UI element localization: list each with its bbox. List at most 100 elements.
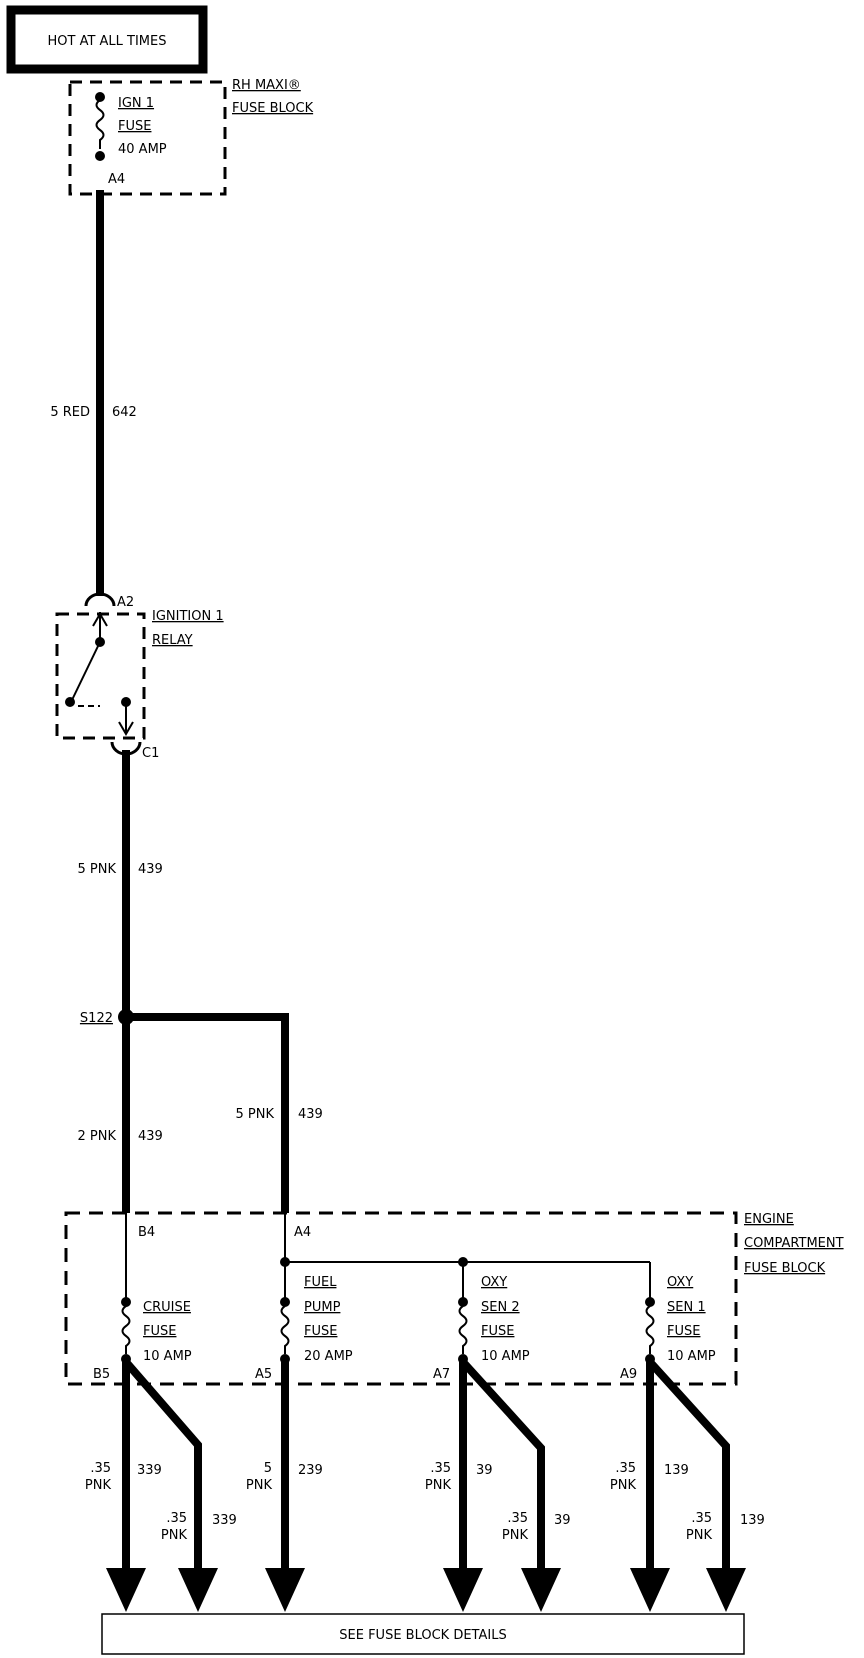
output-wire: .35 PNK 39 [460, 1359, 571, 1612]
output-color: PNK [161, 1528, 188, 1543]
maxi-terminal: A4 [108, 172, 125, 187]
wire-439-left-gauge: 2 PNK [78, 1129, 117, 1144]
fuse-element-icon [458, 1305, 468, 1354]
fuse-rating: 10 AMP [481, 1349, 530, 1364]
power-source-label: HOT AT ALL TIMES [47, 34, 166, 49]
output-gauge: .35 [430, 1461, 451, 1476]
output-color: PNK [610, 1478, 637, 1493]
output-color: PNK [246, 1478, 273, 1493]
relay-title-1: IGNITION 1 [152, 609, 224, 624]
fuse-fuel-pump: FUEL PUMP FUSE 20 AMP A5 [255, 1275, 353, 1382]
fuse-name-line: FUEL [304, 1275, 337, 1290]
fuse-name-line: FUSE [481, 1324, 514, 1339]
fuse-name-line: SEN 1 [667, 1300, 706, 1315]
output-circuit: 239 [298, 1463, 323, 1478]
maxi-fuse-name-1: IGN 1 [118, 96, 154, 111]
fuse-rating: 10 AMP [143, 1349, 192, 1364]
engine-block-title-2: COMPARTMENT [744, 1236, 844, 1251]
output-gauge: .35 [507, 1511, 528, 1526]
fuse-name-line: SEN 2 [481, 1300, 520, 1315]
fuse-element-icon [645, 1305, 655, 1354]
output-circuit: 39 [476, 1463, 493, 1478]
wire-439-right-gauge: 5 PNK [236, 1107, 275, 1122]
output-gauge: .35 [166, 1511, 187, 1526]
output-wire: .35 PNK 339 [85, 1362, 162, 1612]
maxi-fuse-block: IGN 1 FUSE 40 AMP A4 RH MAXI® FUSE BLOCK [68, 78, 314, 196]
fuse-rating: 20 AMP [304, 1349, 353, 1364]
relay-title-2: RELAY [152, 633, 193, 648]
output-circuit: 139 [664, 1463, 689, 1478]
output-circuit: 339 [137, 1463, 162, 1478]
fuse-element-icon [121, 1305, 131, 1354]
output-wire: .35 PNK 339 [122, 1359, 237, 1612]
output-circuit: 39 [554, 1513, 571, 1528]
output-circuit: 139 [740, 1513, 765, 1528]
fuse-terminal: A9 [620, 1367, 637, 1382]
maxi-block-title-1: RH MAXI® [232, 78, 301, 93]
relay-switch-arm [71, 641, 101, 701]
arrow-down-icon [521, 1568, 561, 1612]
fuse-element-icon [95, 99, 105, 149]
arrow-down-icon [630, 1568, 670, 1612]
fuse-terminal: A5 [255, 1367, 272, 1382]
output-wire: .35 PNK 39 [425, 1362, 493, 1612]
engine-terminal-a4: A4 [294, 1225, 311, 1240]
ignition-relay: A2 C1 IGNITION 1 RELAY [55, 592, 224, 761]
maxi-block-title-2: FUSE BLOCK [232, 101, 314, 116]
fuse-name-line: OXY [481, 1275, 507, 1290]
fuse-cruise: CRUISE FUSE 10 AMP B5 [93, 1297, 192, 1382]
wire-642-gauge: 5 RED [50, 405, 90, 420]
fuse-terminal-dot [95, 151, 105, 161]
output-circuit: 339 [212, 1513, 237, 1528]
arrow-down-icon [106, 1568, 146, 1612]
splice-label: S122 [80, 1011, 113, 1026]
fuse-name-line: FUSE [304, 1324, 337, 1339]
engine-terminal-b4: B4 [138, 1225, 155, 1240]
fuse-oxy-sen-1: OXY SEN 1 FUSE 10 AMP A9 [620, 1275, 716, 1382]
output-wire: .35 PNK 139 [610, 1362, 689, 1612]
output-gauge: 5 [264, 1461, 272, 1476]
output-color: PNK [502, 1528, 529, 1543]
fuse-name-line: OXY [667, 1275, 693, 1290]
fuse-oxy-sen-2: OXY SEN 2 FUSE 10 AMP A7 [433, 1275, 530, 1382]
maxi-fuse-rating: 40 AMP [118, 142, 167, 157]
wire-642-circuit: 642 [112, 405, 137, 420]
fuse-name-line: FUSE [667, 1324, 700, 1339]
output-color: PNK [425, 1478, 452, 1493]
arrow-down-icon [178, 1568, 218, 1612]
fuse-block-details-label: SEE FUSE BLOCK DETAILS [339, 1628, 506, 1643]
engine-block-title-3: FUSE BLOCK [744, 1261, 826, 1276]
output-gauge: .35 [615, 1461, 636, 1476]
wire-439-left-circuit: 439 [138, 1129, 163, 1144]
arrow-down-icon [443, 1568, 483, 1612]
wire-439-main-gauge: 5 PNK [78, 862, 117, 877]
output-wires: .35 PNK 339 .35 PNK 339 5 PNK 239 .35 PN… [85, 1359, 765, 1612]
arrow-down-icon [265, 1568, 305, 1612]
output-wire: .35 PNK 139 [647, 1359, 765, 1612]
fuse-name-line: PUMP [304, 1300, 341, 1315]
fuse-block-details-box: SEE FUSE BLOCK DETAILS [101, 1613, 745, 1655]
output-color: PNK [85, 1478, 112, 1493]
wire-439-right-circuit: 439 [298, 1107, 323, 1122]
fuse-name-line: CRUISE [143, 1300, 191, 1315]
power-source-box: HOT AT ALL TIMES [6, 5, 208, 74]
fuse-name-line: FUSE [143, 1324, 176, 1339]
output-gauge: .35 [691, 1511, 712, 1526]
output-gauge: .35 [90, 1461, 111, 1476]
wire-439-main-circuit: 439 [138, 862, 163, 877]
engine-block-title-1: ENGINE [744, 1212, 794, 1227]
fuse-rating: 10 AMP [667, 1349, 716, 1364]
fuse-terminal-dot [95, 92, 105, 102]
connector-a2-icon [84, 592, 116, 607]
fuse-terminal: A7 [433, 1367, 450, 1382]
fuse-element-icon [280, 1305, 290, 1354]
output-color: PNK [686, 1528, 713, 1543]
maxi-fuse-name-2: FUSE [118, 119, 151, 134]
relay-terminal-c1: C1 [142, 746, 159, 761]
wire-439-branch [126, 1013, 289, 1213]
output-wire: 5 PNK 239 [246, 1362, 323, 1612]
fuse-terminal: B5 [93, 1367, 110, 1382]
relay-terminal-a2: A2 [117, 595, 134, 610]
arrow-down-icon [706, 1568, 746, 1612]
